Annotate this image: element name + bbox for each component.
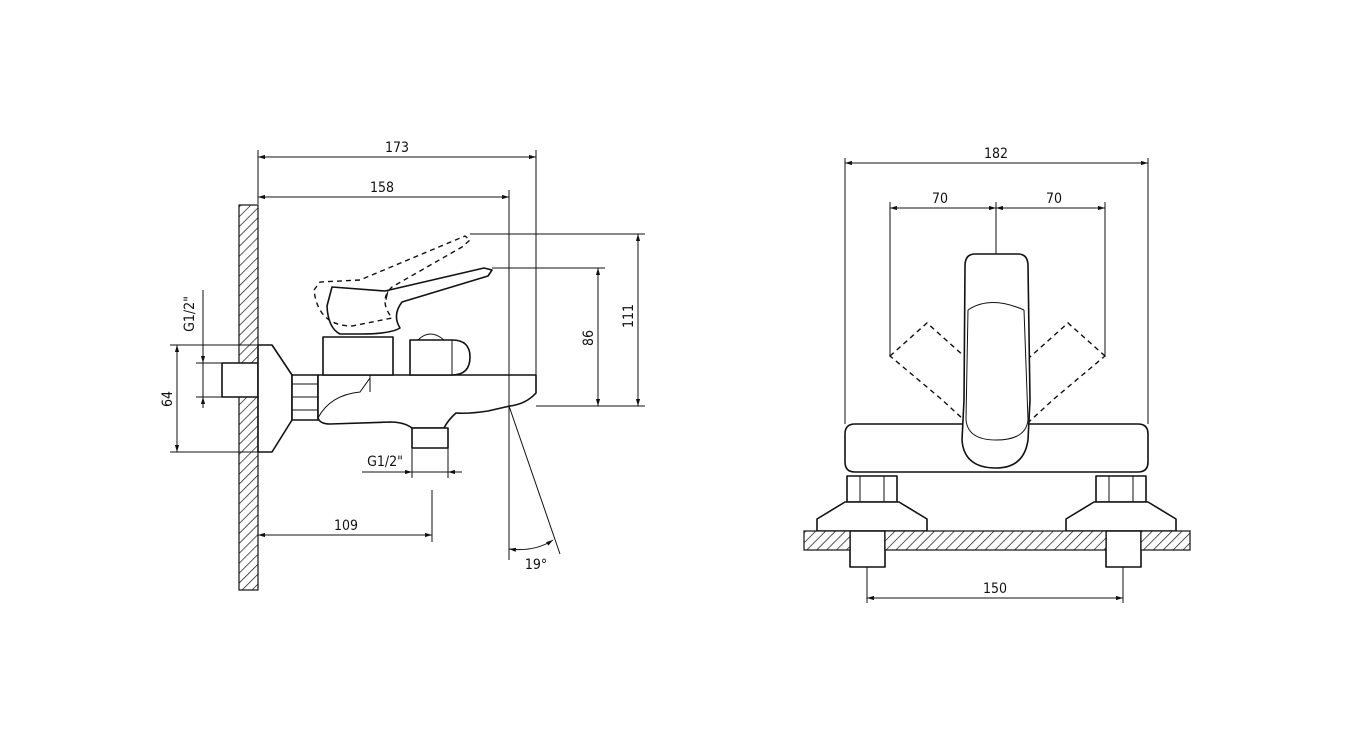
dim-158: 158 [370, 180, 394, 196]
dim-173: 173 [385, 140, 409, 156]
lever-handle-raised [313, 235, 472, 327]
right-nut [1095, 475, 1147, 503]
dim-70-right: 70 [1046, 191, 1062, 207]
front-wall-hatch-left [803, 530, 851, 551]
front-handle [961, 253, 1031, 469]
lever-handle [326, 267, 493, 335]
dim-inlet-thread: G1/2" [182, 296, 198, 332]
front-wall-hatch-mid [884, 530, 1107, 551]
dim-64: 64 [160, 391, 176, 407]
dim-outlet-thread: G1/2" [367, 454, 403, 470]
wall-flange [257, 344, 293, 453]
front-wall-hatch-right [1140, 530, 1191, 551]
mixer-body [317, 374, 537, 429]
dim-150: 150 [983, 581, 1007, 597]
dim-angle: 19° [525, 557, 547, 573]
cartridge-housing [322, 336, 394, 376]
bath-outlet [411, 427, 449, 449]
left-inlet [849, 530, 886, 568]
right-flange [1065, 501, 1177, 532]
handle-swing-right [985, 322, 1107, 431]
right-inlet [1105, 530, 1142, 568]
left-flange [816, 501, 928, 532]
front-view: 182 70 70 150 [803, 146, 1191, 603]
inlet-stub [221, 362, 259, 398]
dim-70-left: 70 [932, 191, 948, 207]
dim-109: 109 [334, 518, 358, 534]
left-nut [846, 475, 898, 503]
side-view: 173 158 111 86 64 G1/2" G1/2" [160, 140, 645, 591]
dim-182: 182 [984, 146, 1008, 162]
dim-111: 111 [621, 304, 637, 328]
handle-swing-left [888, 322, 1010, 431]
dim-86: 86 [581, 330, 597, 346]
diverter-knob [409, 339, 471, 376]
